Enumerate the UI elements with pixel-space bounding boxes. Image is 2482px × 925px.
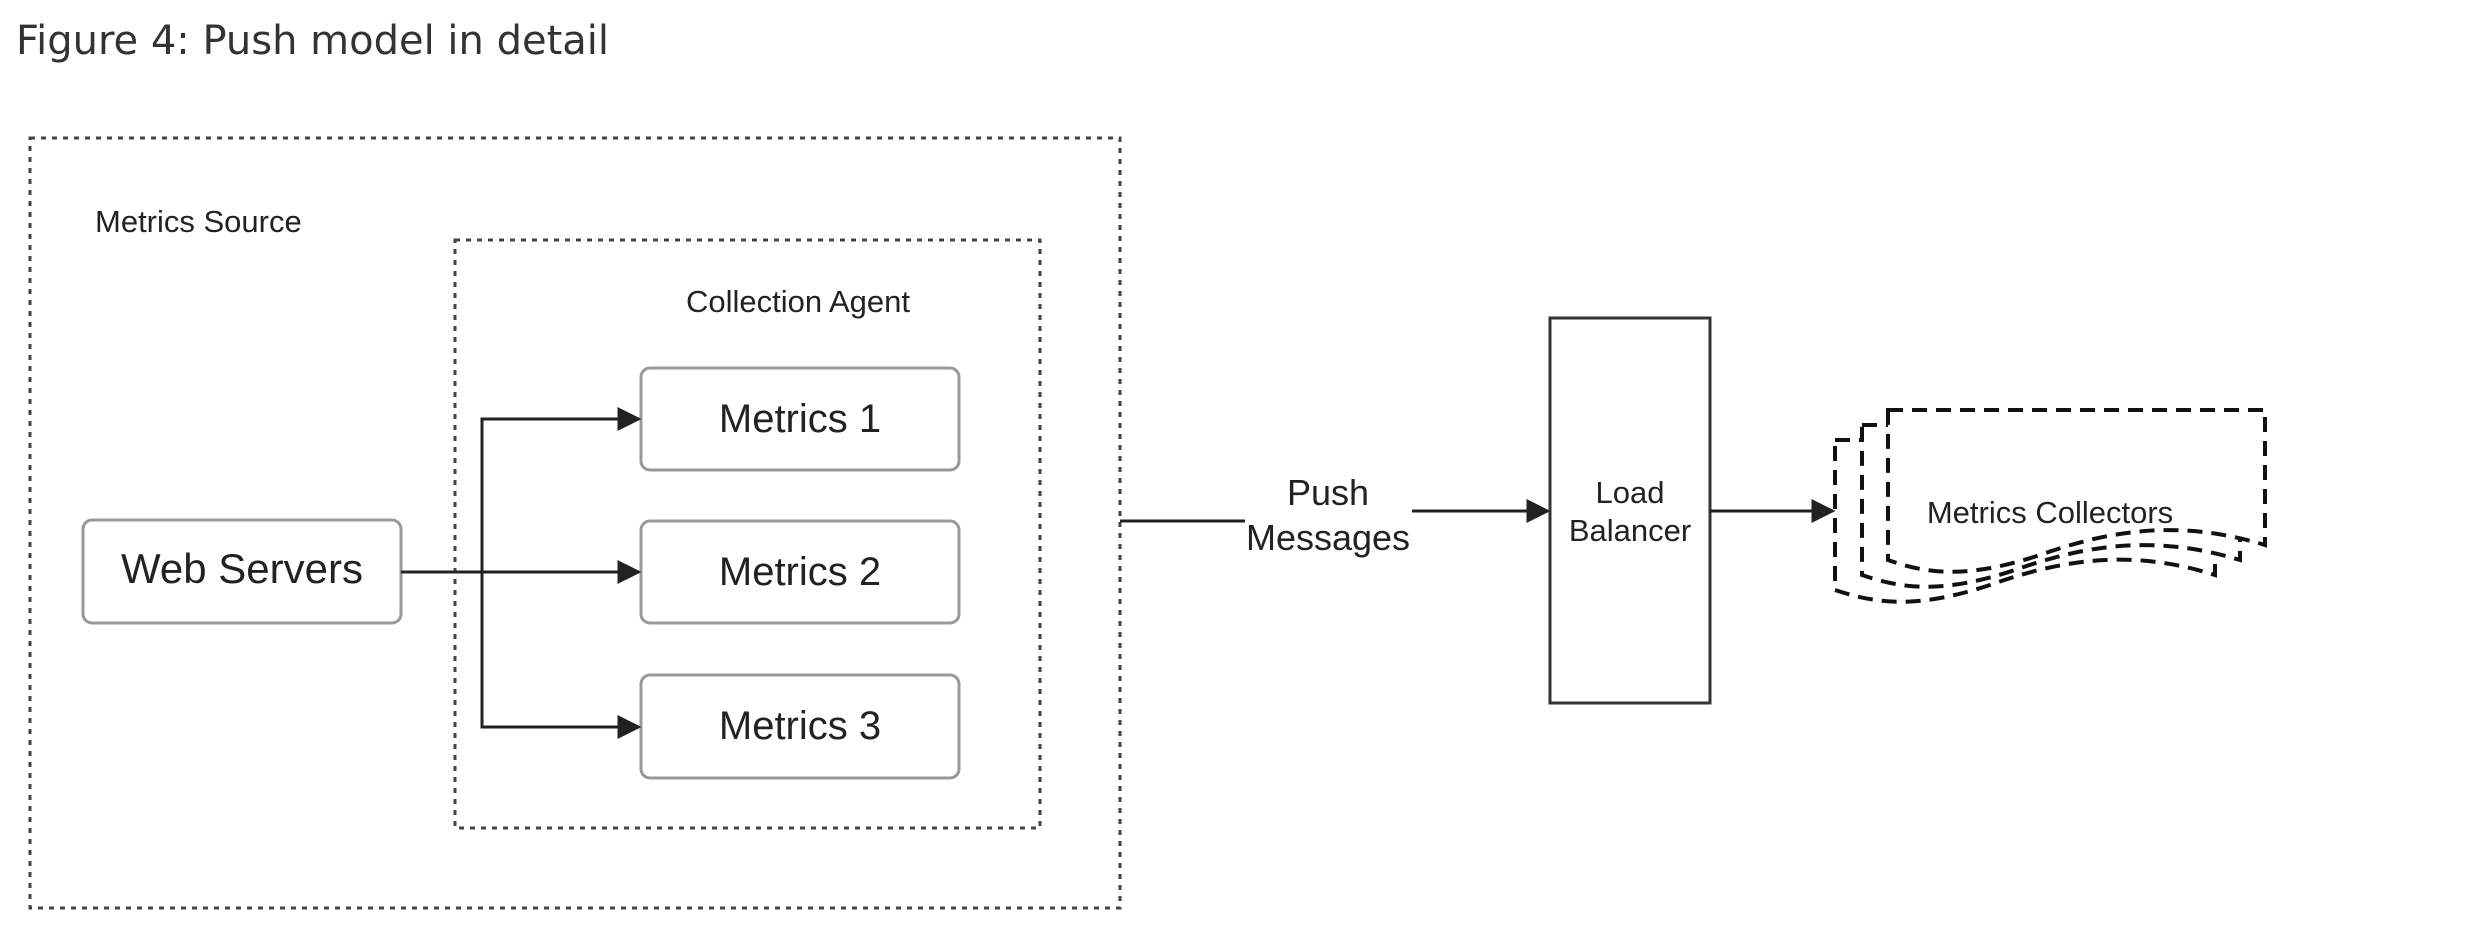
metrics-2-label: Metrics 2 (719, 550, 881, 594)
metrics-source-container (28, 136, 1122, 910)
figure-caption: Figure 4: Push model in detail (16, 18, 610, 64)
metrics-collectors-stack (1833, 408, 2267, 604)
web-servers-label: Web Servers (121, 545, 363, 592)
load-balancer-label-line1: Load (1596, 475, 1665, 510)
metrics-source-label: Metrics Source (95, 204, 302, 239)
metrics-collectors-label: Metrics Collectors (1927, 495, 2173, 530)
collection-agent-container (453, 238, 1042, 830)
branch-to-metrics-1-arrow (480, 407, 642, 572)
collection-agent-label: Collection Agent (686, 284, 910, 319)
push-messages-label-line1: Push (1287, 472, 1369, 513)
push-messages-label-line2: Messages (1246, 517, 1410, 558)
metrics-3-label: Metrics 3 (719, 704, 881, 748)
load-balancer-label-line2: Balancer (1569, 513, 1691, 548)
branch-to-metrics-3-arrow (480, 572, 642, 739)
metrics-1-label: Metrics 1 (719, 397, 881, 441)
load-balancer-box (1548, 316, 1712, 705)
